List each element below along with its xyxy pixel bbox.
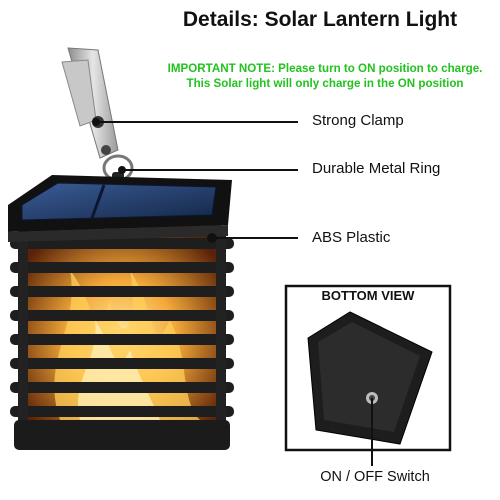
metal-clamp (61, 47, 119, 159)
callout-abs-plastic: ABS Plastic (312, 229, 391, 246)
lantern-body (10, 222, 234, 450)
callout-strong-clamp: Strong Clamp (312, 112, 404, 129)
on-off-switch-label: ON / OFF Switch (320, 469, 430, 485)
bottom-view-box (284, 284, 452, 466)
note-line-1: IMPORTANT NOTE: Please turn to ON positi… (167, 62, 483, 75)
solar-panel-lid (8, 175, 232, 242)
callout-lines (92, 118, 298, 243)
note-line-2: This Solar light will only charge in the… (186, 77, 464, 90)
important-note: IMPORTANT NOTE: Please turn to ON positi… (152, 61, 498, 91)
callout-metal-ring: Durable Metal Ring (312, 160, 441, 177)
page-title: Details: Solar Lantern Light (182, 8, 458, 31)
bottom-view-title: BOTTOM VIEW (321, 288, 415, 303)
